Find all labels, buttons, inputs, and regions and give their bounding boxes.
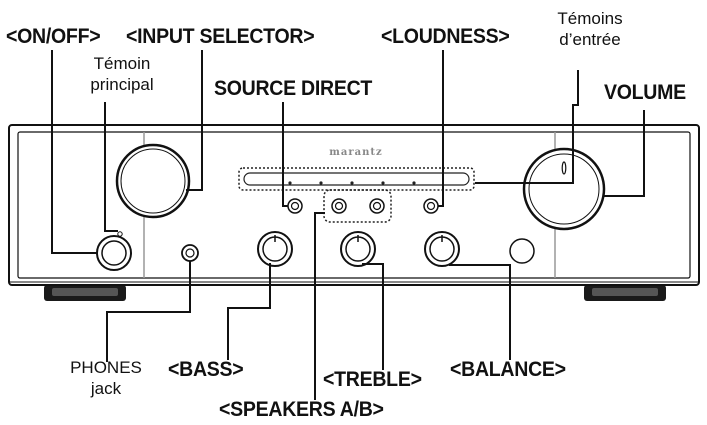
phones-jack[interactable] (181, 244, 199, 262)
power-button[interactable] (96, 235, 132, 271)
label-balance: <BALANCE> (450, 358, 566, 381)
leader-speakers (314, 212, 325, 400)
leader-temoins-entree (475, 70, 579, 184)
speakers-dotted-outline (323, 189, 392, 223)
label-phones-line1: PHONES (70, 358, 142, 377)
right-foot (584, 285, 666, 301)
display-dotted-outline (238, 167, 475, 191)
loudness-button[interactable] (423, 198, 439, 214)
label-source-direct: SOURCE DIRECT (214, 77, 373, 100)
label-temoin-principal-line1: Témoin (93, 54, 151, 73)
display-window (243, 172, 470, 186)
label-temoins-entree-line2: d’entrée (559, 30, 621, 49)
remote-sensor-window (509, 238, 535, 264)
leader-input-selector (186, 50, 203, 191)
label-temoins-entree: Témoins d’entrée (535, 8, 645, 50)
label-volume: VOLUME (604, 81, 686, 104)
label-on-off: <ON/OFF> (6, 25, 101, 48)
chassis-inner (17, 131, 691, 279)
label-input-selector: <INPUT SELECTOR> (126, 25, 315, 48)
input-selector-knob[interactable] (115, 143, 191, 219)
leader-phones (106, 261, 191, 362)
left-foot (44, 285, 126, 301)
leader-on-off (51, 50, 98, 254)
label-loudness: <LOUDNESS> (381, 25, 510, 48)
leader-temoin-principal (104, 102, 118, 232)
label-temoin-principal-line2: principal (90, 75, 154, 94)
label-temoins-entree-line1: Témoins (557, 9, 623, 28)
leader-source-direct (282, 102, 288, 207)
speakers-a-button[interactable] (331, 198, 347, 214)
volume-knob[interactable] (522, 147, 606, 231)
bass-knob[interactable] (257, 231, 293, 267)
leader-treble (362, 263, 384, 370)
label-phones-jack: PHONES jack (60, 357, 152, 399)
label-treble: <TREBLE> (323, 368, 422, 391)
source-direct-button[interactable] (287, 198, 303, 214)
leader-lines (51, 50, 645, 400)
leader-volume (604, 110, 645, 197)
input-indicator-leds (288, 181, 416, 185)
speakers-b-button[interactable] (369, 198, 385, 214)
label-bass: <BASS> (168, 358, 244, 381)
label-temoin-principal: Témoin principal (72, 53, 172, 95)
label-speakers-a-b: <SPEAKERS A/B> (219, 398, 384, 421)
balance-knob[interactable] (424, 231, 460, 267)
label-phones-line2: jack (90, 379, 122, 398)
leader-loudness (438, 50, 444, 207)
leader-balance (449, 264, 511, 360)
power-indicator-led (117, 231, 123, 237)
treble-knob[interactable] (340, 231, 376, 267)
brand-logo: marantz (329, 147, 382, 158)
leader-bass (227, 263, 271, 360)
